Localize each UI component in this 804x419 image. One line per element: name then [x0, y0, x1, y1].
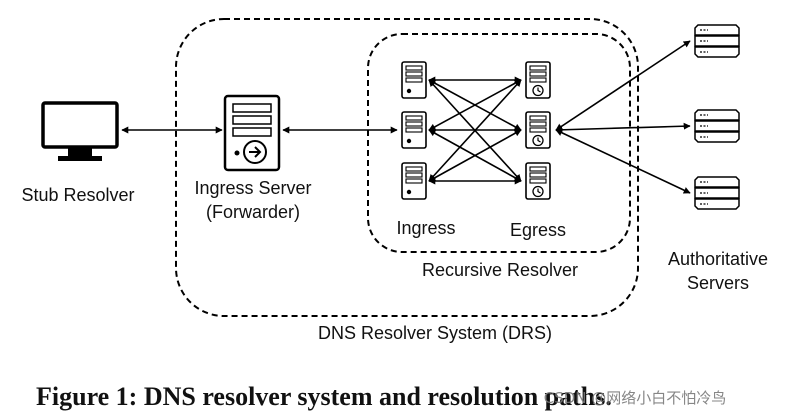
watermark-text: CSDN @网络小白不怕冷鸟: [544, 389, 727, 407]
ingress-server-icon: [401, 111, 427, 149]
ingress-server-icon: [401, 162, 427, 200]
ingress-server-forwarder-icon: [223, 94, 281, 172]
servers-label: Servers: [687, 273, 749, 293]
egress-server-icon: [525, 162, 551, 200]
authoritative-server-icon: [694, 176, 740, 210]
forwarder-label: (Forwarder): [206, 202, 300, 222]
ingress-label: Ingress: [396, 218, 455, 238]
egress-label: Egress: [510, 220, 566, 240]
authoritative-server-icon: [694, 24, 740, 58]
ingress-server-icon: [401, 61, 427, 99]
drs-label: DNS Resolver System (DRS): [318, 323, 552, 343]
authoritative-server-icon: [694, 109, 740, 143]
connection-arrows: [121, 40, 691, 194]
stub-resolver-monitor-icon: [41, 101, 119, 161]
egress-server-icon: [525, 61, 551, 99]
ingress-server-label: Ingress Server: [194, 178, 311, 198]
authoritative-label: Authoritative: [668, 249, 768, 269]
recursive-resolver-label: Recursive Resolver: [422, 260, 578, 280]
egress-server-icon: [525, 111, 551, 149]
stub-resolver-label: Stub Resolver: [21, 185, 134, 205]
figure-caption: Figure 1: DNS resolver system and resolu…: [36, 382, 612, 411]
